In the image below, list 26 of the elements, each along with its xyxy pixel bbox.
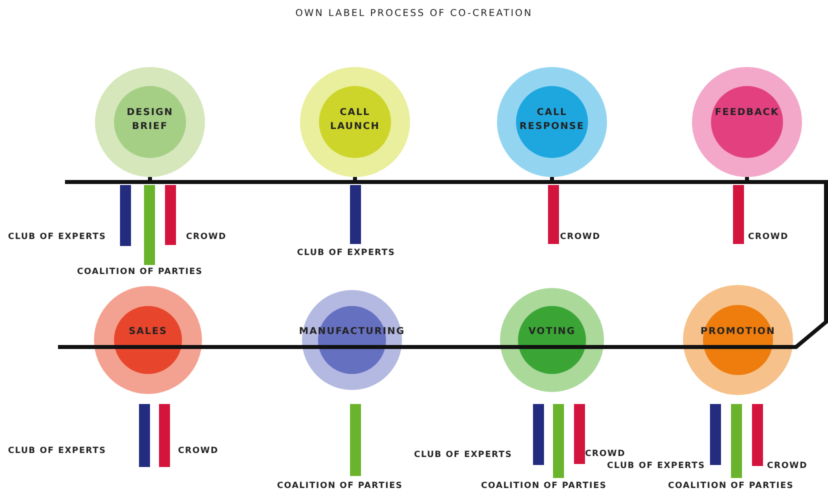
- role-label: CROWD: [560, 232, 600, 242]
- stage-label: DESIGN BRIEF: [126, 106, 174, 134]
- stage-label: CALL LAUNCH: [329, 106, 381, 134]
- stage-label: FEEDBACK: [714, 106, 780, 120]
- role-label: CROWD: [178, 446, 218, 456]
- role-label: CROWD: [767, 461, 808, 471]
- role-label: CROWD: [186, 232, 226, 242]
- role-label: CLUB OF EXPERTS: [607, 461, 706, 471]
- role-label: CROWD: [585, 449, 626, 459]
- role-label: COALITION OF PARTIES: [277, 481, 403, 491]
- connector-line: [58, 345, 94, 349]
- stage-label: CALL RESPONSE: [518, 106, 586, 134]
- title: OWN LABEL PROCESS OF CO-CREATION: [294, 8, 534, 19]
- role-label: COALITION OF PARTIES: [77, 267, 203, 277]
- connector-line: [402, 345, 500, 349]
- connector-line: [202, 345, 302, 349]
- role-label: COALITION OF PARTIES: [668, 481, 794, 491]
- stage-label: SALES: [128, 325, 168, 339]
- role-label: CLUB OF EXPERTS: [297, 248, 396, 258]
- role-label: CLUB OF EXPERTS: [414, 450, 512, 460]
- role-label: CROWD: [748, 232, 788, 242]
- connector-line: [604, 345, 683, 349]
- role-label: CLUB OF EXPERTS: [8, 232, 106, 242]
- role-label: COALITION OF PARTIES: [481, 481, 607, 491]
- role-label: CLUB OF EXPERTS: [8, 446, 106, 456]
- stage-label: VOTING: [527, 325, 577, 339]
